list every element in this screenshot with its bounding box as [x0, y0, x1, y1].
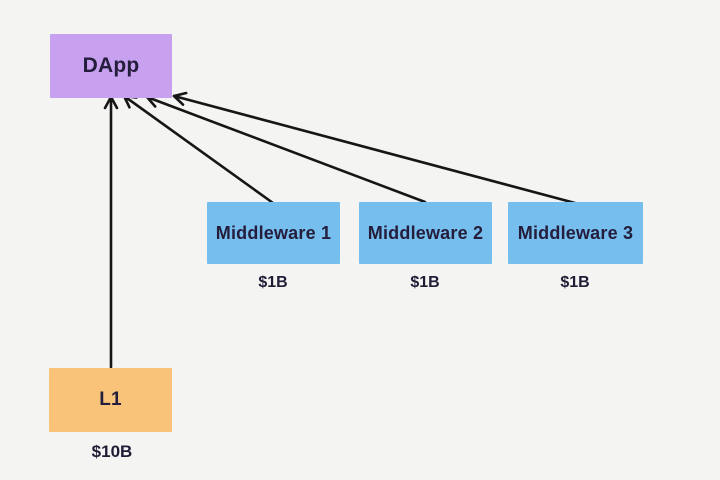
value-label-middleware-1: $1B	[258, 274, 288, 291]
node-middleware-2: Middleware 2	[359, 202, 492, 264]
node-middleware-1-label: Middleware 1	[215, 222, 332, 243]
node-dapp-label: DApp	[82, 54, 140, 77]
value-label-l1: $10B	[91, 442, 133, 461]
node-l1-label: L1	[99, 389, 122, 410]
value-label-middleware-2: $1B	[410, 274, 440, 291]
node-l1: L1	[49, 368, 172, 432]
value-label-middleware-3: $1B	[560, 274, 590, 291]
node-middleware-1: Middleware 1	[207, 202, 340, 264]
arrow-middleware3-to-dapp	[172, 91, 577, 205]
node-middleware-2-label: Middleware 2	[367, 222, 484, 243]
node-middleware-3: Middleware 3	[508, 202, 643, 264]
node-dapp: DApp	[50, 34, 172, 98]
node-middleware-3-label: Middleware 3	[517, 222, 634, 243]
arrow-middleware2-to-dapp	[145, 93, 427, 204]
arrow-middleware1-to-dapp	[122, 94, 275, 205]
